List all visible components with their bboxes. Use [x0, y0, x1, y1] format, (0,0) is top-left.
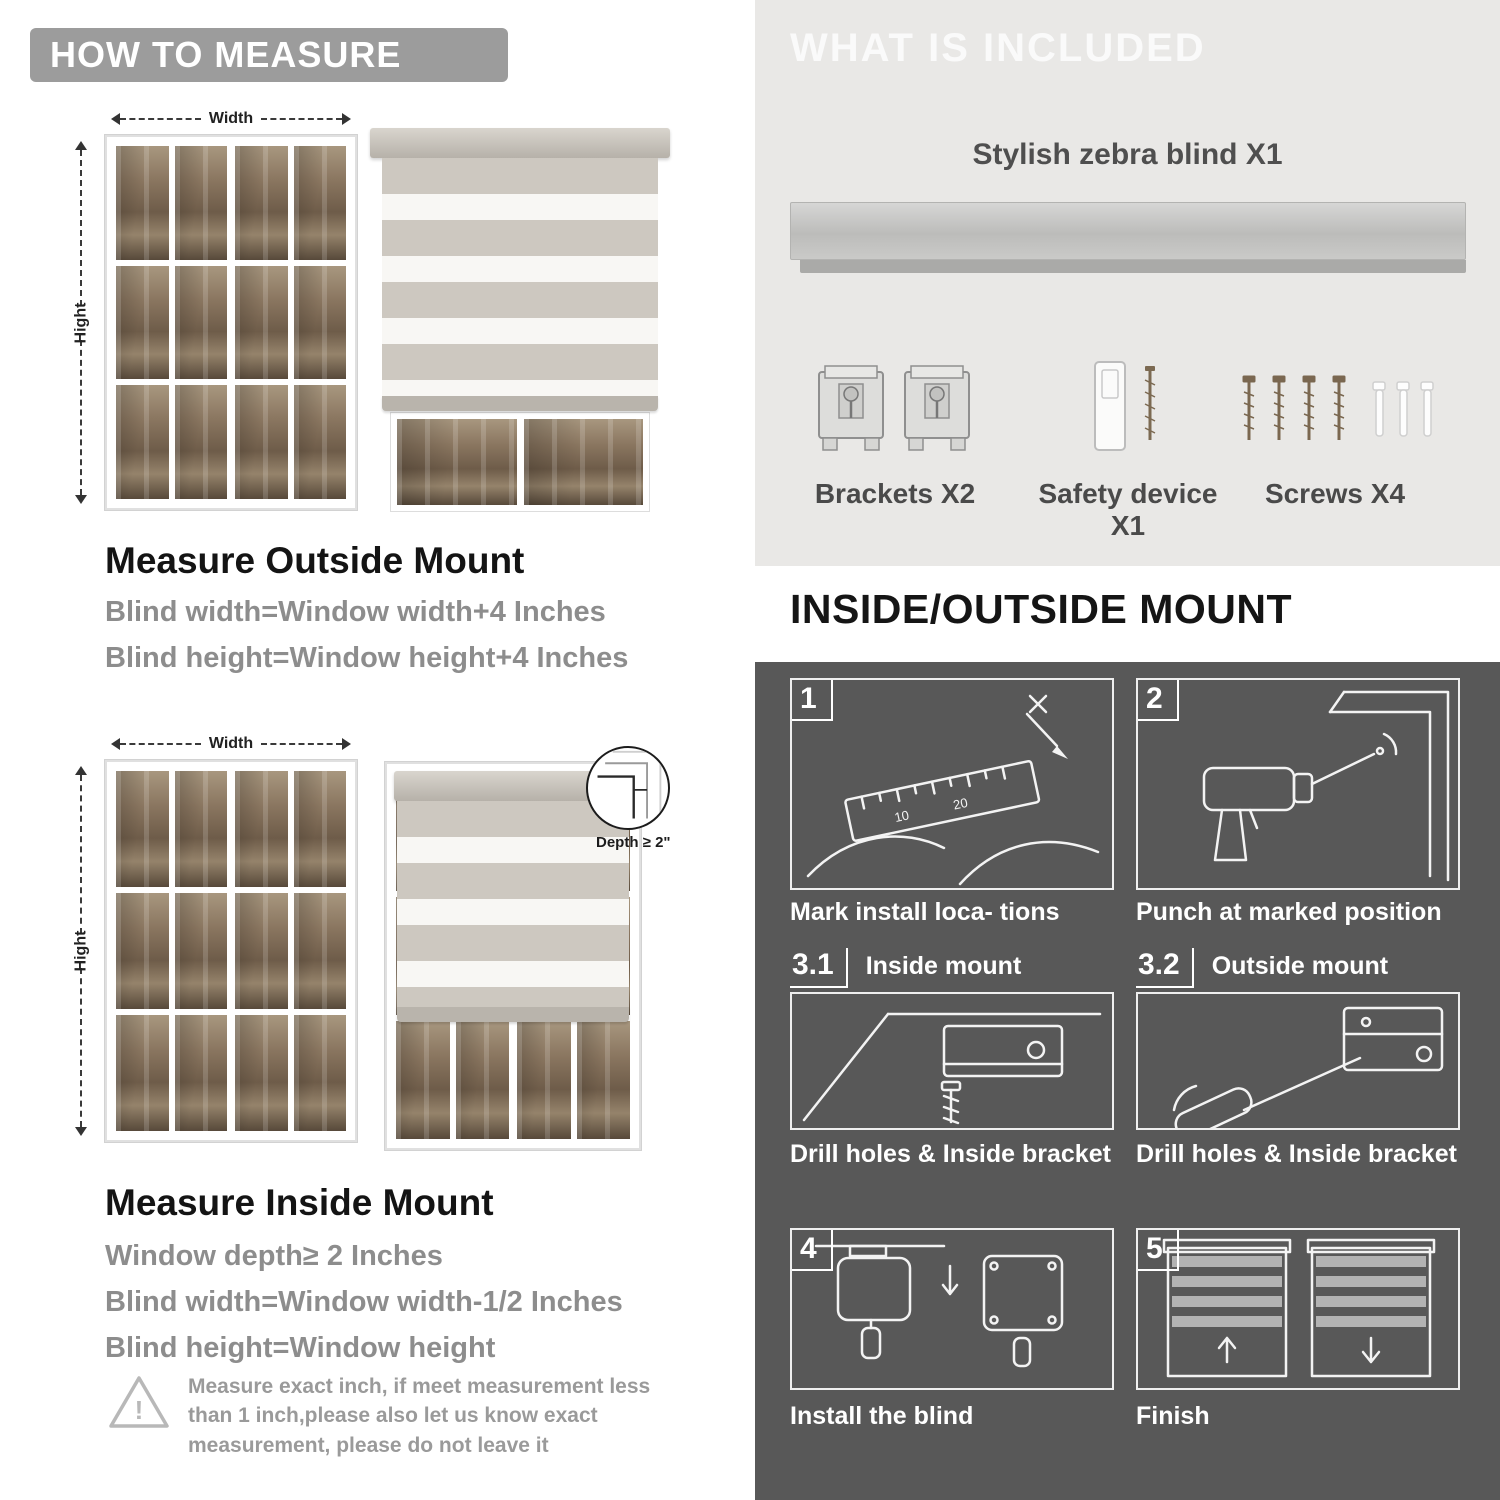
mount-steps-section: [755, 662, 1500, 1500]
window-corner-icon: [597, 750, 662, 819]
mark-locations-icon: 10 20: [806, 694, 1100, 886]
outside-bracket-icon: [1172, 1006, 1444, 1128]
bracket-icon: [818, 365, 970, 451]
step1-caption: Mark install loca- tions: [790, 898, 1060, 926]
what-is-included-section: WHAT IS INCLUDED Stylish zebra blind X1: [755, 0, 1500, 566]
window-sash: [235, 771, 346, 1131]
measurement-warning: ! Measure exact inch, if meet measuremen…: [106, 1372, 666, 1460]
depth-detail-circle: [586, 746, 670, 830]
exclamation-glyph: !: [135, 1395, 144, 1425]
arrow-left-icon: [105, 738, 120, 750]
zebra-blind-illustration-outside: [370, 128, 670, 512]
step5-caption: Finish: [1136, 1402, 1210, 1430]
height-label: Hight: [72, 302, 89, 343]
outside-mount-line1: Blind width=Window width+4 Inches: [105, 596, 606, 628]
window-under-blind: [390, 412, 650, 512]
window-sash: [116, 771, 227, 1131]
arrow-right-icon: [342, 113, 357, 125]
step-title: Outside mount: [1211, 952, 1389, 980]
arrow-down-icon: [75, 495, 87, 510]
width-measure-arrow: Width: [105, 110, 357, 128]
step4-illustration: 4: [790, 1228, 1114, 1390]
window-illustration-inside: [105, 760, 357, 1142]
step-number: 1: [792, 680, 833, 721]
height-measure-arrow: Hight: [72, 135, 90, 510]
safety-device-icon: [1094, 361, 1156, 451]
arrow-down-icon: [75, 1127, 87, 1142]
inside-mount-heading: Measure Inside Mount: [105, 1182, 494, 1223]
how-to-measure-title: HOW TO MEASURE: [50, 34, 402, 75]
screws-icon: [1242, 375, 1434, 440]
zebra-blind-illustration-inside: [394, 771, 632, 1023]
svg-text:10: 10: [893, 807, 910, 825]
arrow-up-icon: [75, 760, 87, 775]
step5-illustration: 5: [1136, 1228, 1460, 1390]
blind-cassette: [370, 128, 670, 158]
product-label: Stylish zebra blind X1: [972, 138, 1283, 171]
blind-headrail-lip: [800, 260, 1466, 273]
height-measure-arrow: Hight: [72, 760, 90, 1142]
warning-text: Measure exact inch, if meet measurement …: [188, 1375, 651, 1457]
step4-caption: Install the blind: [790, 1402, 974, 1430]
step-number: 3.1: [790, 948, 848, 988]
window-pane: [116, 146, 169, 260]
inside-mount-line3: Blind height=Window height: [105, 1332, 496, 1364]
step3-2-header: 3.2 Outside mount: [1136, 948, 1388, 988]
blind-stripes: [382, 158, 658, 396]
brackets-label: Brackets X2: [814, 478, 976, 509]
step-title: Inside mount: [865, 952, 1022, 980]
outside-mount-line2: Blind height=Window height+4 Inches: [105, 642, 629, 674]
step3-1-illustration: [790, 992, 1114, 1130]
height-label: Hight: [72, 930, 89, 972]
inside-mount-line1: Window depth≥ 2 Inches: [105, 1240, 443, 1272]
window-sash: [116, 146, 227, 499]
outside-mount-heading: Measure Outside Mount: [105, 540, 525, 581]
inside-bracket-icon: [802, 1012, 1102, 1125]
step-number: 4: [792, 1230, 833, 1271]
step2-caption: Punch at marked position: [1136, 898, 1442, 926]
window-sash: [235, 146, 346, 499]
step3-1-caption: Drill holes & Inside bracket: [790, 1140, 1111, 1168]
step2-illustration: 2: [1136, 678, 1460, 890]
arrow-right-icon: [342, 738, 357, 750]
what-is-included-title: WHAT IS INCLUDED: [790, 26, 1206, 70]
blind-stripes: [397, 801, 629, 1007]
step3-1-header: 3.1 Inside mount: [790, 948, 1021, 988]
step1-illustration: 10 20 1: [790, 678, 1114, 890]
svg-text:20: 20: [952, 795, 969, 813]
install-blind-icon: [814, 1244, 1064, 1368]
blind-headrail-image: [790, 202, 1466, 260]
arrow-left-icon: [105, 113, 120, 125]
window-illustration-outside: [105, 135, 357, 510]
step3-2-illustration: [1136, 992, 1460, 1130]
blind-bottom-rail: [382, 396, 658, 411]
window-with-blind-inside: [385, 762, 641, 1150]
inside-mount-line2: Blind width=Window width-1/2 Inches: [105, 1286, 623, 1318]
step-number: 5: [1138, 1230, 1179, 1271]
drill-icon: [1202, 690, 1450, 882]
width-label: Width: [208, 110, 254, 127]
step-number: 3.2: [1136, 948, 1194, 988]
depth-label: Depth ≥ 2": [596, 834, 671, 851]
width-measure-arrow: Width: [105, 735, 357, 753]
finish-icon: [1162, 1238, 1436, 1378]
arrow-up-icon: [75, 135, 87, 150]
how-to-measure-header: HOW TO MEASURE: [30, 28, 508, 82]
step3-2-caption: Drill holes & Inside bracket: [1136, 1140, 1457, 1168]
screws-label: Screws X4: [1264, 478, 1406, 509]
safety-device-label: Safety device X1: [1038, 478, 1218, 541]
blind-bottom-rail: [397, 1007, 629, 1022]
width-label: Width: [208, 735, 254, 752]
warning-icon: !: [109, 1376, 169, 1428]
step-number: 2: [1138, 680, 1179, 721]
mount-section-title: INSIDE/OUTSIDE MOUNT: [790, 586, 1293, 632]
